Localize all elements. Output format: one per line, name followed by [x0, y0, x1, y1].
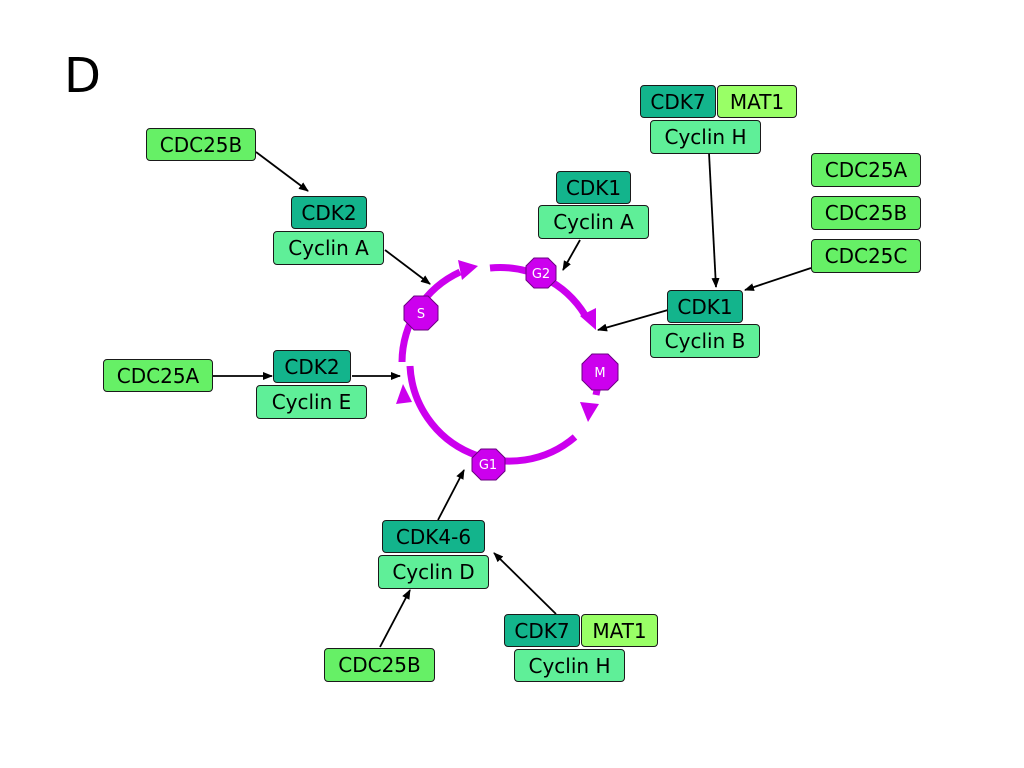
cyclin-h-top-node: Cyclin H — [650, 120, 761, 154]
arrow-cdk1a-to-g2 — [562, 239, 581, 271]
cdk7-top-node: CDK7 — [640, 85, 716, 118]
arrow-cdk1b-to-m — [597, 309, 669, 332]
phase-s: S — [403, 295, 439, 331]
cycle-arrowhead-m — [580, 402, 599, 422]
phase-m-label: M — [594, 366, 605, 381]
cdc25c-right-node: CDC25C — [811, 239, 921, 273]
cycle-arrowhead-g1 — [396, 384, 412, 404]
cdc25b-right-node: CDC25B — [811, 196, 921, 230]
cdk2-e-node: CDK2 — [273, 350, 351, 383]
panel-label: D — [64, 48, 101, 104]
arrow-cdk7-to-cdk1b — [708, 152, 720, 288]
phase-s-label: S — [417, 307, 425, 322]
cyclin-e-node: Cyclin E — [256, 385, 367, 419]
cyclin-a-right-node: Cyclin A — [538, 205, 649, 239]
arrow-cdc25c-to-cdk1b — [744, 267, 812, 291]
phase-g1: G1 — [471, 448, 506, 481]
cycle-arrowheads — [396, 260, 599, 422]
cdc25b-bottom-node: CDC25B — [324, 648, 435, 682]
cdk1-a-node: CDK1 — [556, 171, 631, 204]
cycle-arrowhead-s — [458, 260, 478, 280]
cdc25a-right-node: CDC25A — [811, 153, 921, 187]
cycle-ring — [398, 264, 612, 465]
cdk7-bottom-node: CDK7 — [504, 614, 580, 647]
phase-g2: G2 — [525, 257, 557, 289]
cyclin-d-node: Cyclin D — [378, 555, 489, 589]
cyclin-b-node: Cyclin B — [650, 324, 760, 358]
arrow-cdk2a-to-s — [384, 249, 431, 285]
regulation-arrows — [213, 151, 812, 648]
arrow-cdc25b-to-cdk2 — [255, 151, 309, 192]
mat1-bottom-node: MAT1 — [581, 614, 658, 647]
cdk1-b-node: CDK1 — [667, 290, 743, 323]
cyclin-h-bottom-node: Cyclin H — [514, 649, 625, 682]
arrow-cdk7-to-cdk46 — [493, 552, 557, 615]
cdc25a-left-node: CDC25A — [103, 359, 213, 392]
phase-g1-label: G1 — [479, 458, 497, 473]
cycle-arc-g1-s — [406, 365, 578, 465]
cdc25b-top-node: CDC25B — [146, 128, 256, 161]
phase-m: M — [581, 353, 619, 391]
cycle-arrowhead-g2m — [580, 308, 596, 330]
cdk2-a-node: CDK2 — [291, 196, 367, 229]
mat1-top-node: MAT1 — [717, 85, 797, 118]
cyclin-a-left-node: Cyclin A — [273, 231, 384, 265]
phase-g2-label: G2 — [532, 267, 550, 282]
arrow-cdk46-to-g1 — [437, 469, 465, 521]
cdk46-node: CDK4-6 — [382, 520, 485, 553]
arrow-cdc25b-to-cyclind — [379, 589, 411, 648]
